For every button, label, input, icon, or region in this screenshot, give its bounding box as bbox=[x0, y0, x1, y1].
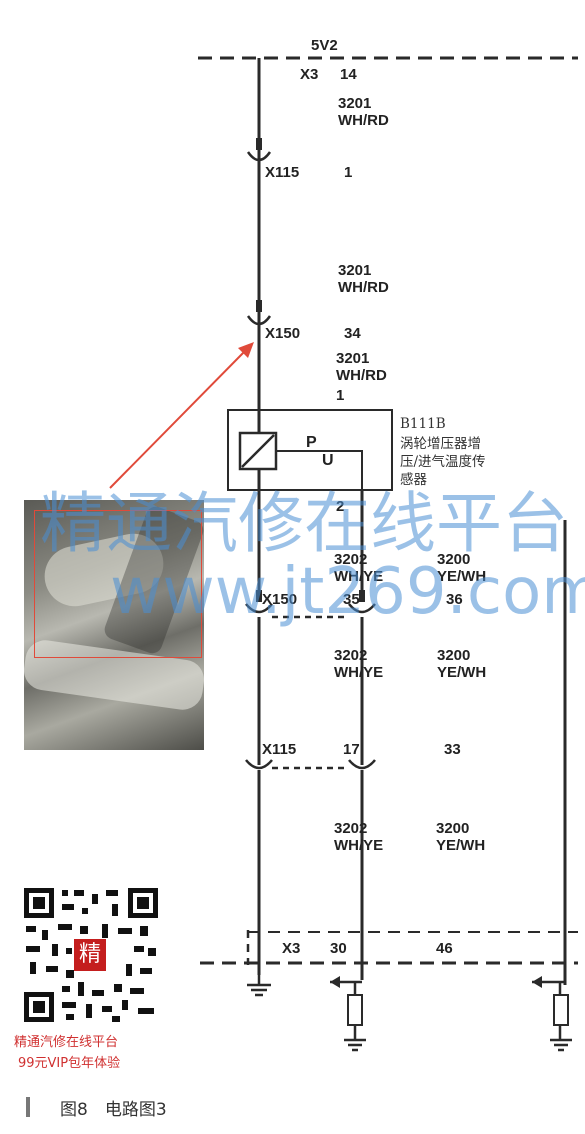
wire-top3-number: 3201 bbox=[336, 350, 370, 367]
qr-code bbox=[22, 886, 160, 1024]
photo-highlight-box bbox=[34, 510, 202, 658]
wire-top2-color: WH/RD bbox=[338, 279, 389, 296]
sensor-label-u: U bbox=[322, 452, 334, 469]
connector-photo bbox=[24, 500, 204, 750]
x115-top-connector: X115 bbox=[265, 164, 300, 181]
signal-arrow-right-head bbox=[532, 976, 542, 988]
resistor-right bbox=[553, 994, 569, 1026]
wire-top2-number: 3201 bbox=[338, 262, 372, 279]
x150-bottom-pin-left bbox=[256, 590, 262, 602]
pointer-arrow-line bbox=[109, 349, 247, 489]
wire-top1-color: WH/RD bbox=[338, 112, 389, 129]
x3-bottom-pin-left-label: 30 bbox=[330, 940, 347, 957]
x115-top-pin: 1 bbox=[344, 164, 353, 181]
x150-bottom-pin-left-label: 35 bbox=[343, 591, 360, 608]
wire-low-right-number: 3200 bbox=[436, 820, 470, 837]
x150-top-socket bbox=[246, 315, 272, 326]
supply-label: 5V2 bbox=[311, 37, 338, 54]
wire-top3-color: WH/RD bbox=[336, 367, 387, 384]
wire-mid1-right-color: YE/WH bbox=[437, 568, 487, 585]
wire-mid2-right-color: YE/WH bbox=[437, 664, 487, 681]
x115-bottom-socket-left bbox=[245, 759, 273, 770]
x150-top-pin: 34 bbox=[344, 325, 361, 342]
x3-top-connector: X3 bbox=[300, 66, 319, 83]
x3-bottom-connector: X3 bbox=[282, 940, 301, 957]
sensor-pin-bottom: 2 bbox=[336, 498, 345, 515]
wire-low-left-number: 3202 bbox=[334, 820, 368, 837]
watermark-title: 精通汽修在线平台 bbox=[40, 485, 568, 562]
x150-top-connector: X150 bbox=[265, 325, 301, 342]
pointer-arrow-head bbox=[238, 342, 254, 358]
promo-line1: 精通汽修在线平台 bbox=[14, 1035, 119, 1050]
x115-bottom-pin-left-label: 17 bbox=[343, 741, 360, 758]
wire-mid1-left-number: 3202 bbox=[334, 551, 368, 568]
signal-arrow-middle-head bbox=[330, 976, 340, 988]
x115-bottom-socket-right bbox=[348, 759, 376, 770]
caption-marker bbox=[26, 1097, 30, 1117]
x115-top-pin bbox=[256, 138, 262, 150]
resistor-middle bbox=[347, 994, 363, 1026]
watermark-url: www.jt269.com bbox=[110, 555, 585, 629]
wire-mid2-left-color: WH/YE bbox=[334, 664, 384, 681]
wire-low-right-color: YE/WH bbox=[436, 837, 486, 854]
x115-bottom-connector: X115 bbox=[262, 741, 297, 758]
x3-top-pin: 14 bbox=[340, 66, 357, 83]
sensor-internal-wire-p bbox=[276, 450, 363, 490]
x150-bottom-pin-right bbox=[359, 590, 365, 602]
x150-bottom-pin-right-label: 36 bbox=[446, 591, 463, 608]
sensor-description: 涡轮增压器增 压/进气温度传 感器 bbox=[400, 436, 486, 488]
x3-bottom-pin-right-label: 46 bbox=[436, 940, 453, 957]
sensor-id: B111B bbox=[400, 416, 446, 432]
wire-low-left-color: WH/YE bbox=[334, 837, 384, 854]
x150-bottom-socket-left bbox=[245, 603, 273, 614]
wire-mid1-right-number: 3200 bbox=[437, 551, 471, 568]
x115-top-socket bbox=[246, 151, 272, 162]
wire-mid2-right-number: 3200 bbox=[437, 647, 471, 664]
x150-bottom-connector: X150 bbox=[262, 591, 298, 608]
wire-mid1-left-color: WH/YE bbox=[334, 568, 384, 585]
qr-center-badge: 精 bbox=[74, 939, 106, 971]
x150-bottom-socket-right bbox=[348, 603, 376, 614]
sensor-label-p: P bbox=[306, 434, 317, 451]
sensor-box bbox=[227, 409, 393, 491]
promo-line2: 99元VIP包年体验 bbox=[18, 1056, 121, 1071]
figure-caption: 图8 电路图3 bbox=[60, 1100, 167, 1120]
wire-top1-number: 3201 bbox=[338, 95, 372, 112]
wire-mid2-left-number: 3202 bbox=[334, 647, 368, 664]
x150-top-pin bbox=[256, 300, 262, 312]
sensor-element-diagonal bbox=[241, 434, 275, 468]
sensor-pin-top: 1 bbox=[336, 387, 345, 404]
x115-bottom-pin-right-label: 33 bbox=[444, 741, 461, 758]
